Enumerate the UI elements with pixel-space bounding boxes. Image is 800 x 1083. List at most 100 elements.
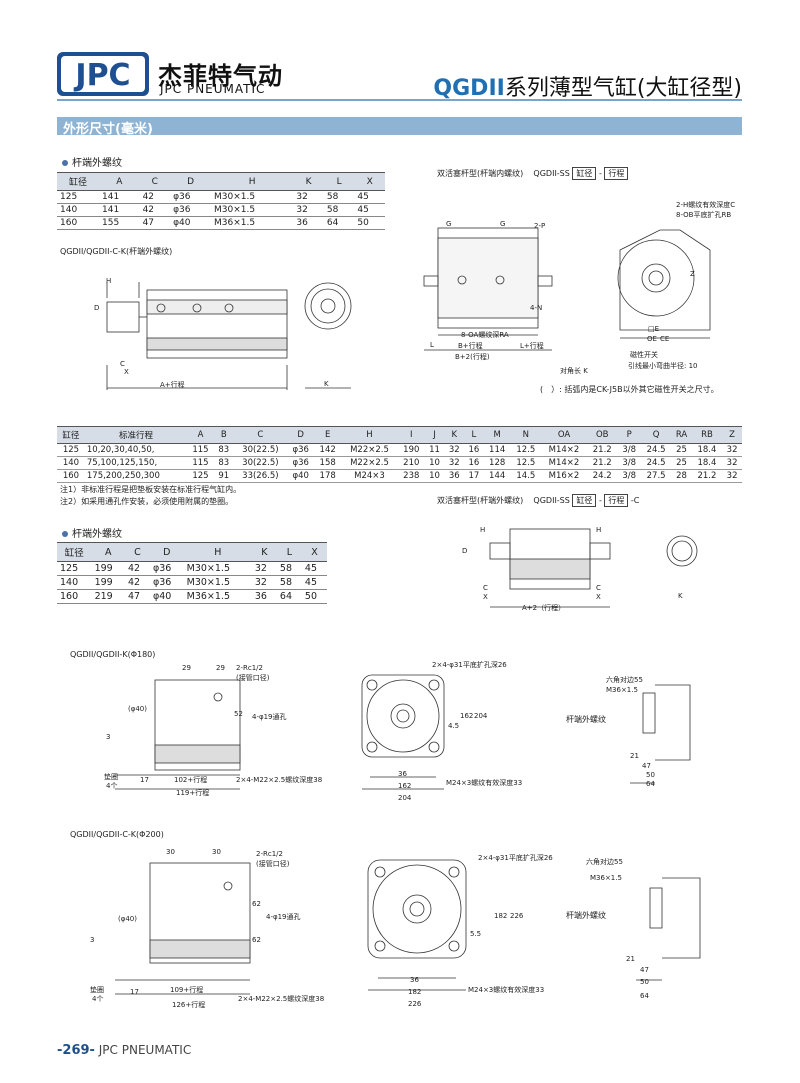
d4-d226b: 226 (408, 1000, 422, 1008)
table1-cell: 50 (354, 216, 385, 230)
table1-header-cell: K (293, 172, 324, 191)
table2-cell: 12.5 (510, 443, 541, 457)
table3-cell: 42 (124, 561, 150, 576)
table2-cell: 18.4 (691, 456, 723, 470)
d4-d36: 36 (410, 976, 419, 984)
dr-ob: 8-OB平底扩孔RB (676, 211, 732, 219)
d3-d204: 204 (474, 712, 488, 720)
table2-cell: φ36 (287, 443, 315, 457)
dr-g2: G (500, 220, 506, 228)
d3-d102: 102+行程 (174, 776, 208, 784)
brand-name-en: JPC PNEUMATIC (160, 82, 266, 96)
dr-e: □E (648, 325, 660, 333)
table2-cell: 21.2 (587, 443, 618, 457)
table2-note1: 注1）非标准行程是把垫板安装在标准行程气缸内。 (60, 485, 242, 494)
header-rule (57, 99, 742, 101)
diagram4-title: QGDII/QGDII-C-K(Φ200) (70, 830, 164, 839)
d3-d162b: 162 (398, 782, 412, 790)
table2-cell: 16 (464, 443, 484, 457)
d4-rc2: (接管口径) (256, 860, 290, 868)
d3-dia19: 4-φ19通孔 (252, 713, 287, 721)
table2-cell: 24.2 (587, 469, 618, 483)
bullet-icon (62, 531, 68, 537)
series-name: 系列薄型气缸(大缸径型) (504, 76, 742, 101)
d4-30b: 30 (212, 848, 221, 856)
series-code: QGDII (433, 76, 505, 101)
d4-d47: 47 (640, 966, 649, 974)
table1-cell: φ36 (170, 190, 211, 204)
dr-oe: OE (647, 335, 657, 343)
table3-header-cell: C (124, 542, 150, 562)
table2-cell: 115 (187, 443, 214, 457)
d4-d40: (φ40) (118, 915, 137, 923)
diagram-right-header: 双活塞杆型(杆端内螺纹) QGDII-SS 缸径 - 行程 (437, 167, 629, 180)
table2-cell: 125 (57, 443, 85, 457)
table2-header-cell: RA (671, 426, 692, 444)
d3-washer2: 4个 (106, 782, 118, 790)
table1-cell: φ40 (170, 216, 211, 230)
table2-cell: 144 (483, 469, 511, 483)
table1-cell: 155 (99, 216, 140, 230)
table2-cell: 18.4 (691, 443, 723, 457)
table2-header-cell: RB (691, 426, 723, 444)
d3-hex: 六角对边55 (606, 676, 643, 684)
d3-d204b: 204 (398, 794, 412, 802)
d3-washer: 垫圈 (104, 773, 118, 781)
d2-x: X (483, 593, 488, 601)
table1-cell: 160 (57, 216, 99, 230)
table1-cell: 32 (293, 190, 324, 204)
d2-c: C (483, 584, 488, 592)
d2-title: 双活塞杆型(杆端外螺纹) (437, 496, 524, 505)
d3-d40: (φ40) (128, 705, 147, 713)
table2-cell: 3/8 (617, 469, 641, 483)
table2-cell: 160 (57, 469, 85, 483)
table2-cell: 17 (464, 469, 484, 483)
d4-m36: M36×1.5 (590, 874, 622, 882)
table1-cell: 140 (57, 203, 99, 217)
dr-z: Z (690, 270, 695, 278)
table2-stroke-cell: 75,100,125,150, (84, 456, 188, 470)
table2-cell: 32 (444, 443, 465, 457)
table2-cell: 24.5 (640, 443, 672, 457)
table2-cell: 25 (671, 456, 692, 470)
bullet-icon (62, 160, 68, 166)
dr-model: QGDII-SS (533, 169, 570, 178)
table3-cell: φ40 (149, 589, 184, 604)
table3-cell: 36 (251, 589, 277, 604)
table2-cell: 28 (671, 469, 692, 483)
diagram-right-drawing (423, 227, 711, 351)
table2-cell: 210 (397, 456, 425, 470)
dr-p: 2-P (534, 222, 546, 230)
table2-cell: 10 (424, 469, 445, 483)
table1-header-cell: X (354, 172, 385, 191)
diagram4-drawing (115, 859, 701, 995)
table3-cell: 140 (57, 575, 92, 590)
table3-header-cell: K (251, 542, 277, 562)
table2-cell: M16×2 (541, 469, 588, 483)
d4-d226: 226 (510, 912, 524, 920)
table1-cell: 42 (139, 203, 171, 217)
d1-a: A+行程 (160, 381, 185, 389)
table2-cell: M14×2 (541, 456, 588, 470)
dr-b2: B+2(行程) (455, 353, 490, 361)
d1-h: H (106, 277, 112, 285)
d3-rc: 2-Rc1/2 (236, 664, 263, 672)
d4-d55: 5.5 (470, 930, 482, 938)
table1-heading-text: 杆端外螺纹 (72, 158, 122, 169)
table1-cell: 125 (57, 190, 99, 204)
table2-cell: 16 (464, 456, 484, 470)
d3-d3: 3 (106, 733, 111, 741)
d4-30a: 30 (166, 848, 175, 856)
table2-cell: 30(22.5) (233, 456, 288, 470)
table2-cell: 91 (213, 469, 234, 483)
